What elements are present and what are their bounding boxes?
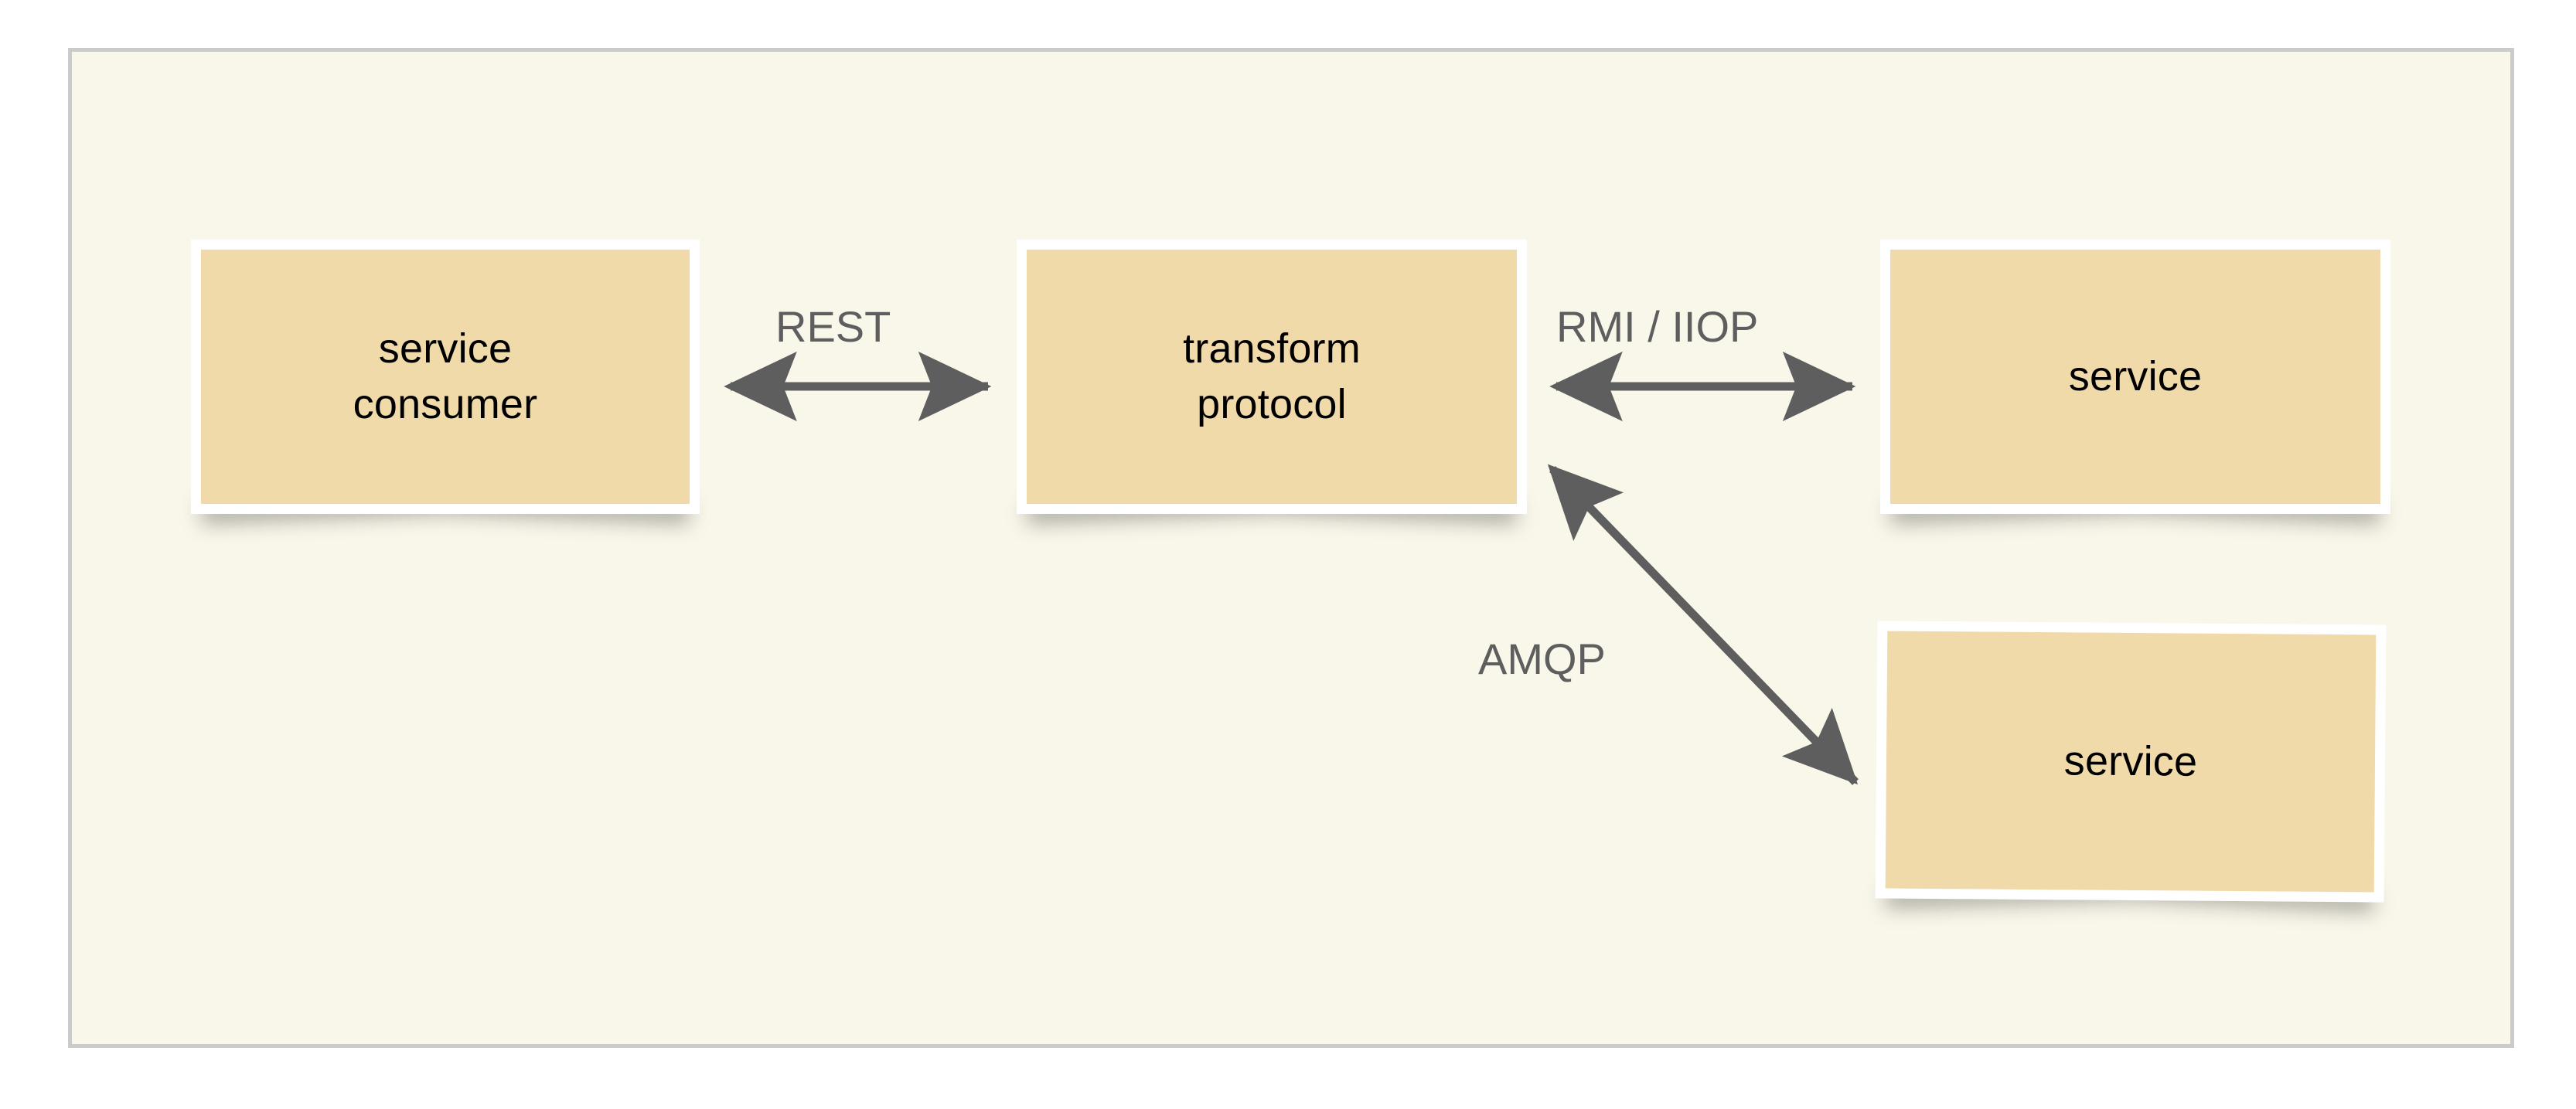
node-label-service-consumer: service consumer: [353, 325, 538, 427]
node-fill-service-consumer: service consumer: [201, 250, 690, 504]
node-fill-transform-protocol: transform protocol: [1027, 250, 1517, 504]
node-service-lower[interactable]: service: [1875, 621, 2387, 903]
node-fill-service-upper: service: [1890, 250, 2380, 504]
node-service-upper[interactable]: service: [1880, 240, 2390, 514]
edge-label-rest: REST: [775, 302, 891, 351]
node-fill-service-lower: service: [1885, 631, 2377, 893]
edge-label-amqp: AMQP: [1478, 634, 1606, 683]
node-service-consumer[interactable]: service consumer: [191, 240, 700, 514]
node-label-service-lower: service: [2063, 736, 2198, 785]
edge-label-rmi-iiop: RMI / IIOP: [1556, 302, 1759, 351]
node-label-service-upper: service: [2068, 352, 2203, 400]
node-transform-protocol[interactable]: transform protocol: [1017, 240, 1527, 514]
node-label-transform-protocol: transform protocol: [1183, 325, 1361, 427]
